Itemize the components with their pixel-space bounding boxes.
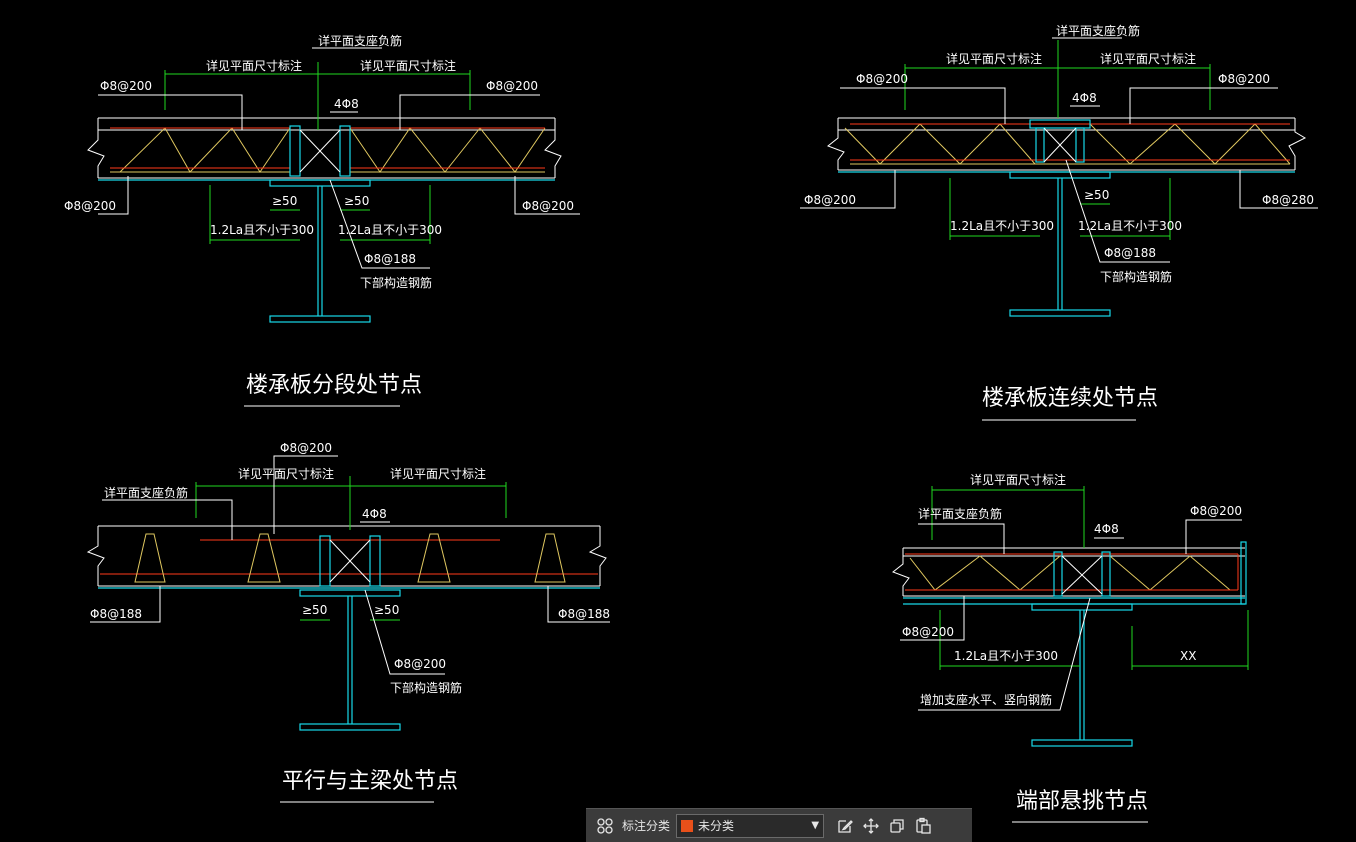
d4-add-note: 增加支座水平、竖向钢筋 (920, 692, 1052, 707)
category-select[interactable]: 未分类 ▼ (676, 813, 825, 838)
d1-title: 楼承板分段处节点 (246, 373, 422, 398)
d1-top-left-bar: Φ8@200 (100, 79, 152, 93)
d1-bot-right-bar: Φ8@200 (522, 199, 574, 213)
d4-top-right-bar: Φ8@200 (1190, 504, 1242, 518)
d1-lap-right: 1.2La且不小于300 (338, 223, 442, 237)
d1-top-note: 详平面支座负筋 (318, 33, 402, 48)
d2-right-dim-note: 详见平面尺寸标注 (1100, 51, 1196, 66)
d2-lower-note: 下部构造钢筋 (1100, 269, 1172, 284)
d3-support-note: 详平面支座负筋 (104, 485, 188, 500)
chevron-down-icon: ▼ (811, 820, 820, 831)
d1-gap-left: ≥50 (272, 194, 297, 208)
annotation-toolbar: 标注分类 未分类 ▼ (586, 808, 972, 842)
d4-overhang: XX (1180, 649, 1196, 663)
d1-gap-right: ≥50 (344, 194, 369, 208)
d4-title: 端部悬挑节点 (1016, 789, 1148, 814)
d2-gap: ≥50 (1084, 188, 1109, 202)
d1-lower-note: 下部构造钢筋 (360, 275, 432, 290)
d2-left-dim-note: 详见平面尺寸标注 (946, 51, 1042, 66)
d3-center-bars: 4Φ8 (362, 507, 387, 521)
d1-lap-left: 1.2La且不小于300 (210, 223, 314, 237)
d2-lower-bar: Φ8@188 (1104, 246, 1156, 260)
detail-continuous-joint: 详平面支座负筋 详见平面尺寸标注 详见平面尺寸标注 Φ8@200 Φ8@200 … (800, 23, 1318, 421)
copy-icon[interactable] (884, 813, 910, 839)
d3-gap-left: ≥50 (302, 603, 327, 617)
d1-top-right-bar: Φ8@200 (486, 79, 538, 93)
d1-center-bars: 4Φ8 (334, 97, 359, 111)
d2-top-right-bar: Φ8@200 (1218, 72, 1270, 86)
category-label: 标注分类 (622, 819, 671, 833)
d3-lower-note: 下部构造钢筋 (390, 680, 462, 695)
d2-top-note: 详平面支座负筋 (1056, 23, 1140, 38)
d4-lap: 1.2La且不小于300 (954, 649, 1058, 663)
d2-bot-right-bar: Φ8@280 (1262, 193, 1314, 207)
move-icon[interactable] (858, 813, 884, 839)
d1-left-dim-note: 详见平面尺寸标注 (206, 58, 302, 73)
d4-bot-left-bar: Φ8@200 (902, 625, 954, 639)
d3-top-bar: Φ8@200 (280, 441, 332, 455)
category-color-swatch (681, 819, 694, 832)
d2-top-left-bar: Φ8@200 (856, 72, 908, 86)
d3-bot-left-bar: Φ8@188 (90, 607, 142, 621)
d1-bot-left-bar: Φ8@200 (64, 199, 116, 213)
d3-left-dim-note: 详见平面尺寸标注 (238, 466, 334, 481)
d3-title: 平行与主梁处节点 (282, 769, 458, 794)
d3-bot-right-bar: Φ8@188 (558, 607, 610, 621)
d1-right-dim-note: 详见平面尺寸标注 (360, 58, 456, 73)
d2-bot-left-bar: Φ8@200 (804, 193, 856, 207)
d3-right-dim-note: 详见平面尺寸标注 (390, 466, 486, 481)
detail-parallel-main-beam: Φ8@200 详见平面尺寸标注 详见平面尺寸标注 详平面支座负筋 4Φ8 Φ8@… (86, 441, 610, 803)
detail-segmented-joint: 详平面支座负筋 详见平面尺寸标注 详见平面尺寸标注 Φ8@200 Φ8@200 … (64, 33, 580, 407)
d4-center-bars: 4Φ8 (1094, 522, 1119, 536)
category-select-value: 未分类 (698, 819, 735, 833)
d3-lower-bar: Φ8@200 (394, 657, 446, 671)
d2-lap-right: 1.2La且不小于300 (1078, 219, 1182, 233)
detail-end-cantilever: 详见平面尺寸标注 详平面支座负筋 Φ8@200 4Φ8 Φ8@200 1.2La… (892, 472, 1249, 823)
d2-lap-left: 1.2La且不小于300 (950, 219, 1054, 233)
d2-center-bars: 4Φ8 (1072, 91, 1097, 105)
d4-dim-note: 详见平面尺寸标注 (970, 472, 1066, 487)
edit-icon[interactable] (832, 813, 858, 839)
d2-title: 楼承板连续处节点 (982, 386, 1158, 411)
paste-icon[interactable] (910, 813, 936, 839)
d3-gap-right: ≥50 (374, 603, 399, 617)
d4-support-note: 详平面支座负筋 (918, 506, 1002, 521)
group-icon[interactable] (592, 813, 618, 839)
d1-lower-bar: Φ8@188 (364, 252, 416, 266)
